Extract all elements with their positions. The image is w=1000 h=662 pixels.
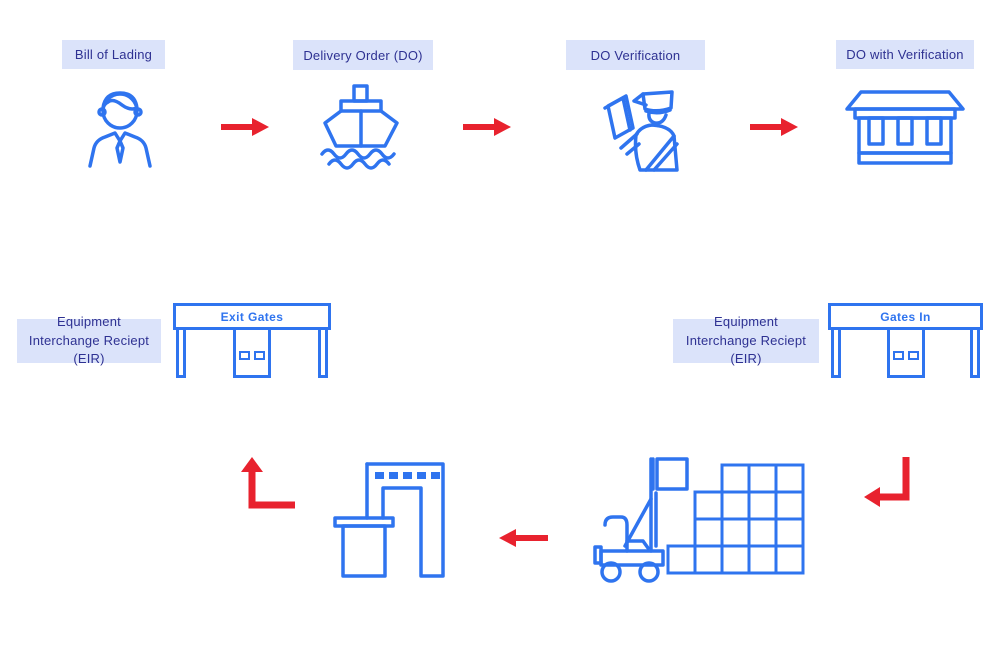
gate-header-bar: Exit Gates: [173, 303, 331, 330]
port-authority-building-icon: [845, 90, 965, 165]
corner-arrow-down-left-icon: [864, 457, 910, 507]
label-do-with-verification: DO with Verification: [836, 40, 974, 69]
customs-officer-icon: [603, 90, 679, 172]
booth-window: [254, 351, 265, 360]
booth-window: [239, 351, 250, 360]
booth-window: [907, 351, 919, 360]
label-do-verification: DO Verification: [566, 40, 705, 70]
gate-leg: [176, 330, 186, 378]
cargo-ship-icon: [320, 84, 399, 170]
reach-stacker-container-yard-icon: [593, 457, 805, 583]
label-eir-entry: Equipment Interchange Reciept (EIR): [673, 314, 819, 366]
arrow-right-icon: [221, 118, 269, 136]
label-eir-exit: Equipment Interchange Reciept (EIR): [17, 314, 161, 366]
arrow-right-icon: [750, 118, 798, 136]
booth-window: [892, 351, 904, 360]
arrow-left-icon: [499, 529, 548, 547]
label-bill-of-lading: Bill of Lading: [62, 40, 165, 69]
gate-leg: [831, 330, 841, 378]
gate-booth: [886, 330, 925, 378]
label-delivery-order: Delivery Order (DO): [293, 40, 433, 70]
exit-gates-structure: Exit Gates: [173, 303, 331, 378]
consignee-person-icon: [88, 91, 152, 168]
gate-header-bar: Gates In: [828, 303, 983, 330]
gate-booth: [233, 330, 271, 378]
gate-title: Gates In: [880, 309, 931, 324]
gate-leg: [318, 330, 328, 378]
corner-arrow-up-icon: [241, 457, 295, 509]
gate-title: Exit Gates: [220, 309, 284, 324]
gate-leg: [970, 330, 980, 378]
gates-in-structure: Gates In: [828, 303, 983, 378]
arrow-right-icon: [463, 118, 511, 136]
container-scanner-gate-icon: [333, 462, 445, 578]
